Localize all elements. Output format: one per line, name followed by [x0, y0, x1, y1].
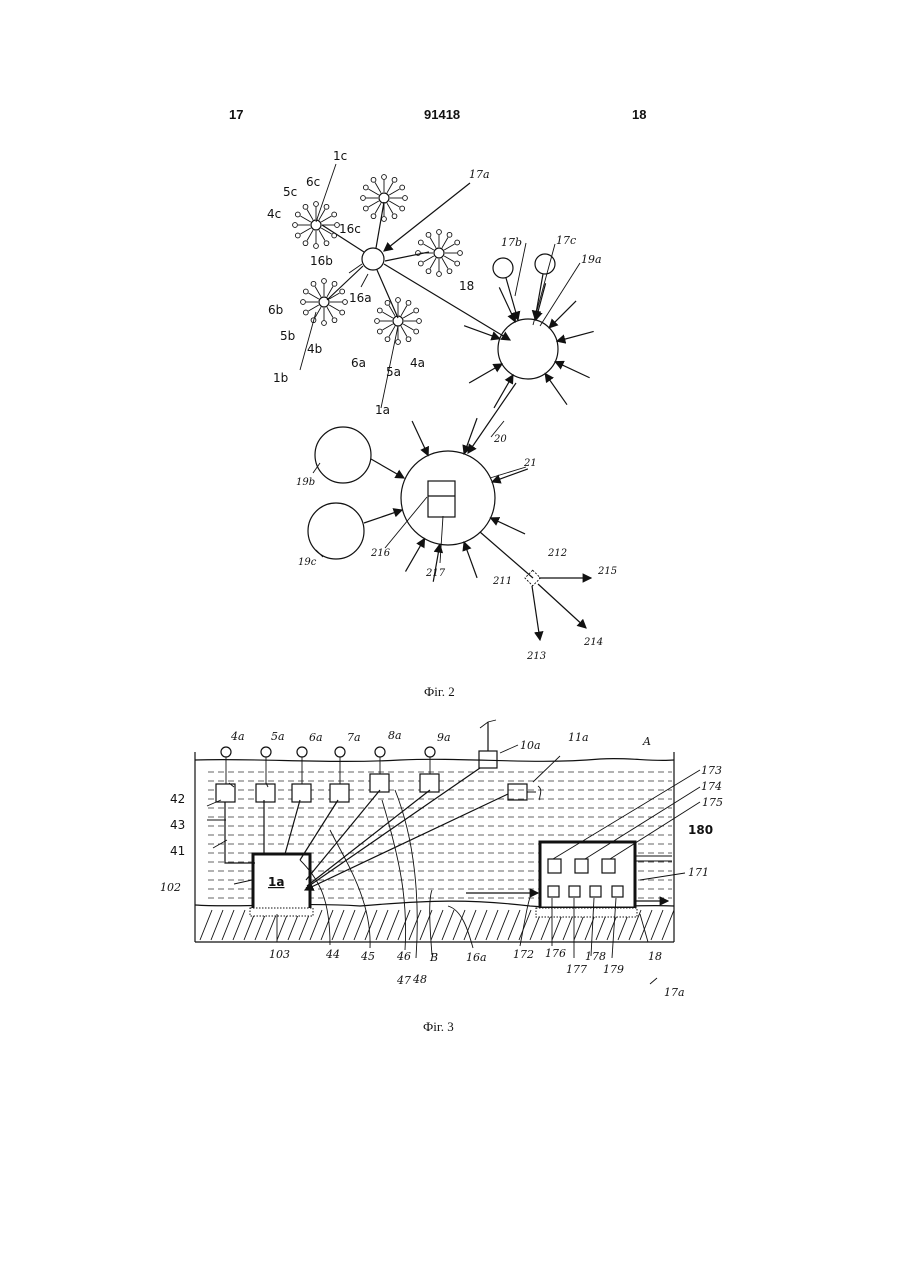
label-175: 175 — [702, 796, 723, 809]
label-6a: 6a — [309, 731, 323, 744]
label-4a: 4a — [230, 730, 245, 743]
label-41: 41 — [170, 844, 185, 858]
label-102: 102 — [160, 881, 181, 894]
label-8a: 8a — [388, 729, 402, 742]
label-11a: 11a — [568, 731, 589, 744]
label-48: 48 — [412, 973, 427, 986]
base-103 — [250, 908, 313, 916]
label-171: 171 — [688, 866, 709, 879]
box-10a — [479, 751, 497, 768]
label-43: 43 — [170, 818, 185, 832]
label-7a: 7a — [347, 731, 361, 744]
figure-3-caption: Фіг. 3 — [423, 1019, 454, 1035]
label-180: 180 — [688, 823, 713, 837]
label-45: 45 — [360, 950, 375, 963]
label-10a: 10a — [520, 739, 541, 752]
label-177: 177 — [566, 963, 587, 976]
sensor-buoy — [370, 747, 389, 792]
label-B: B — [429, 951, 438, 964]
label-46: 46 — [396, 950, 411, 963]
label-176: 176 — [545, 947, 566, 960]
label-179: 179 — [603, 963, 624, 976]
label-174: 174 — [701, 780, 722, 793]
water-surface — [195, 759, 674, 762]
label-103: 103 — [269, 948, 290, 961]
label-A: A — [642, 735, 651, 748]
label-178: 178 — [585, 950, 606, 963]
sensor-buoy — [330, 747, 349, 802]
box-11a — [508, 784, 527, 800]
label-9a: 9a — [437, 731, 451, 744]
label-172: 172 — [513, 948, 534, 961]
sensor-buoy — [256, 747, 275, 802]
label-16a: 16a — [466, 951, 487, 964]
label-18: 18 — [648, 950, 662, 963]
sensor-buoy — [292, 747, 311, 802]
label-1a-box: 1a — [268, 875, 284, 889]
label-17a: 17a — [664, 986, 685, 999]
sensor-buoy — [420, 747, 439, 792]
label-173: 173 — [701, 764, 722, 777]
sensor-buoy — [216, 747, 235, 802]
sensor-buoys — [216, 747, 439, 802]
label-5a: 5a — [271, 730, 285, 743]
label-44: 44 — [325, 948, 340, 961]
label-42: 42 — [170, 792, 185, 806]
label-47: 47 — [396, 974, 411, 987]
